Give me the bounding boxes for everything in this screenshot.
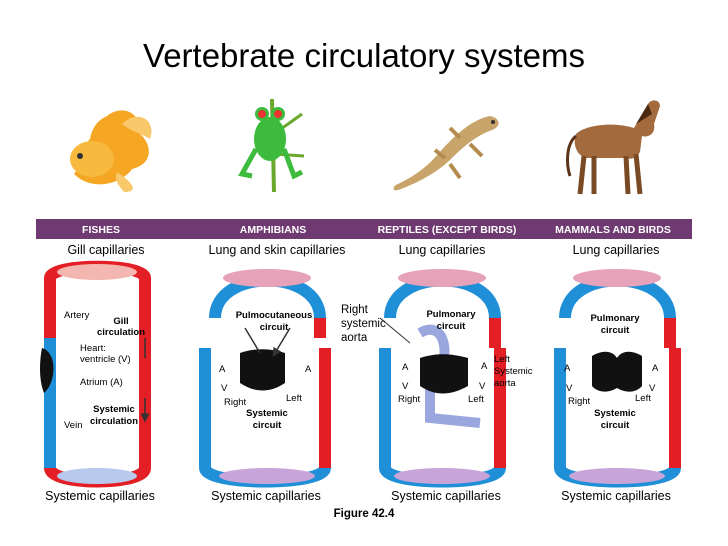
label-rept-pulmonary-1: Pulmonary (426, 309, 476, 320)
circulation-diagrams (40, 260, 681, 488)
label-amph-systemic-2: circuit (252, 420, 282, 431)
label-right-aorta-1: Right (341, 304, 368, 316)
label-mam-pulmonary-2: circuit (600, 325, 630, 336)
label-vein: Vein (64, 420, 83, 431)
label-pulmocutaneous-1: Pulmocutaneous (235, 310, 313, 321)
horse-icon (566, 100, 660, 195)
label-heart-1: Heart: (80, 343, 106, 354)
header-reptiles: REPTILES (EXCEPT BIRDS) (377, 224, 517, 236)
label-mam-systemic-1: Systemic (594, 408, 636, 419)
fish-bottom-capillaries: Systemic capillaries (45, 489, 155, 503)
label-pulmocutaneous-2: circuit (259, 322, 289, 333)
label-mam-left: Left (635, 393, 651, 404)
label-amph-a-right: A (305, 364, 312, 375)
goldfish-icon (70, 110, 152, 192)
figure-caption: Figure 42.4 (333, 508, 395, 520)
mammal-circuit (554, 269, 681, 488)
label-mam-a-left: A (564, 363, 571, 374)
header-fishes: FISHES (82, 224, 120, 236)
label-rept-v-right: V (479, 381, 486, 392)
label-mam-pulmonary-1: Pulmonary (590, 313, 640, 324)
reptile-top-capillaries: Lung capillaries (398, 243, 486, 257)
amphibian-top-capillaries: Lung and skin capillaries (208, 243, 346, 257)
label-mam-right: Right (568, 396, 591, 407)
label-atrium: Atrium (A) (80, 377, 123, 388)
label-rept-v-left: V (402, 381, 409, 392)
reptile-circuit (379, 269, 506, 488)
label-systemic-circulation-1: Systemic (93, 404, 135, 415)
mammal-top-capillaries: Lung capillaries (572, 243, 660, 257)
label-amph-right: Right (224, 397, 247, 408)
label-mam-systemic-2: circuit (600, 420, 630, 431)
label-left-aorta-2: Systemic (494, 366, 533, 377)
label-amph-a-left: A (219, 364, 226, 375)
amphibian-circuit (199, 269, 331, 488)
header-amphibians: AMPHIBIANS (239, 224, 307, 236)
label-amph-v: V (221, 383, 228, 394)
label-right-aorta-3: aorta (341, 332, 368, 344)
label-artery: Artery (64, 310, 90, 321)
page-title: Vertebrate circulatory systems (143, 37, 585, 74)
label-rept-left: Left (468, 394, 484, 405)
label-gill-circulation-2: circulation (96, 327, 146, 338)
label-mam-a-right: A (652, 363, 659, 374)
fish-circuit (40, 260, 145, 488)
label-amph-left: Left (286, 393, 302, 404)
label-right-aorta-2: systemic (341, 318, 386, 330)
label-rept-a-right: A (481, 361, 488, 372)
label-gill-circulation-1: Gill (113, 316, 129, 327)
group-header-band (36, 219, 692, 239)
header-mammals-birds: MAMMALS AND BIRDS (555, 224, 671, 236)
fish-top-capillaries: Gill capillaries (67, 243, 145, 257)
label-amph-systemic-1: Systemic (246, 408, 288, 419)
amphibian-bottom-capillaries: Systemic capillaries (211, 489, 321, 503)
tree-frog-icon (238, 98, 305, 193)
label-heart-2: ventricle (V) (80, 354, 131, 365)
label-mam-v-left: V (566, 383, 573, 394)
mammal-bottom-capillaries: Systemic capillaries (561, 489, 671, 503)
label-systemic-circulation-2: circulation (89, 416, 139, 427)
label-rept-a-left: A (402, 362, 409, 373)
label-left-aorta-3: aorta (494, 378, 516, 389)
reptile-bottom-capillaries: Systemic capillaries (391, 489, 501, 503)
label-left-aorta-1: Left (494, 354, 510, 365)
lizard-icon (393, 116, 499, 191)
label-rept-right: Right (398, 394, 421, 405)
label-mam-v-right: V (649, 383, 656, 394)
label-rept-pulmonary-2: circuit (436, 321, 466, 332)
